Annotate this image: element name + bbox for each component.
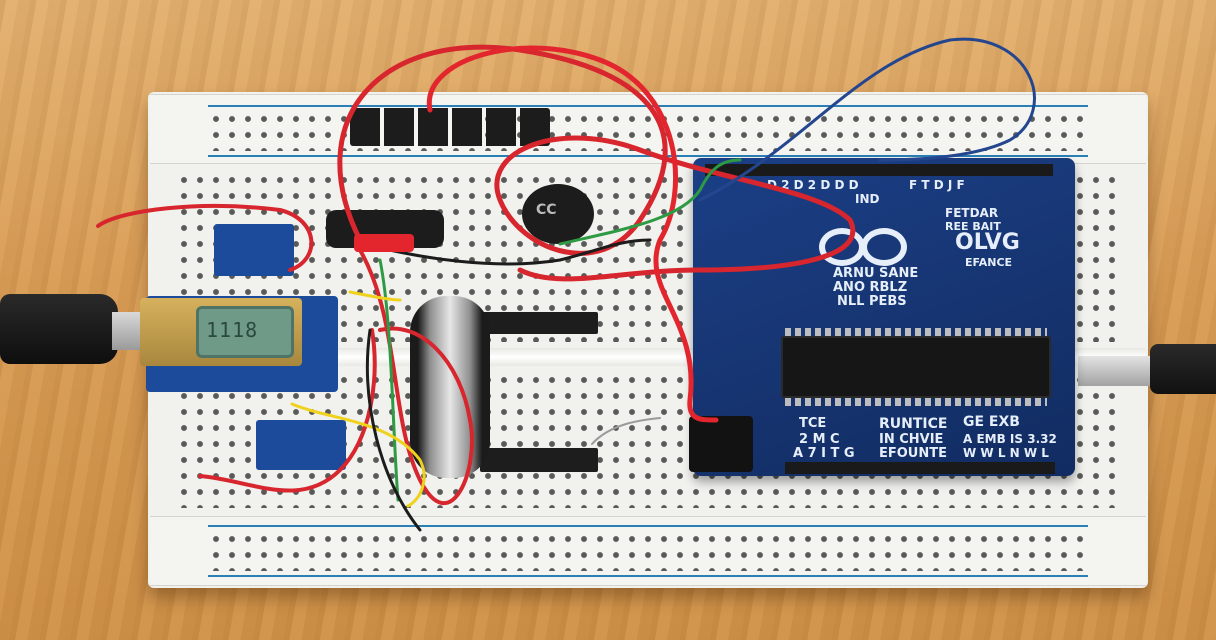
arduino-silk-2: REE BAIT — [945, 220, 1001, 233]
black-wire — [348, 238, 652, 266]
power-jack — [689, 416, 753, 472]
rail-line — [208, 155, 1088, 157]
arduino-logo-icon — [861, 228, 907, 266]
yellow-wire — [290, 402, 426, 508]
arduino-header-top — [705, 164, 1053, 176]
coil-speaker — [410, 296, 490, 478]
chip-pins-top — [785, 328, 1047, 336]
red-wire — [358, 248, 474, 506]
arduino-bottom-left-3: A 7 I T G — [793, 446, 855, 461]
coil-bar-top — [480, 312, 598, 334]
chip-pins-bottom — [785, 398, 1047, 406]
microcontroller-chip — [781, 336, 1051, 398]
coil-bar-bottom — [480, 448, 598, 472]
rail-line — [208, 575, 1088, 577]
resistor-lead — [591, 417, 661, 445]
arduino-silk-1: FETDAR — [945, 206, 999, 220]
red-wire — [426, 45, 719, 423]
rail-holes — [208, 531, 1088, 571]
red-connector — [354, 234, 414, 252]
black-wire — [366, 328, 422, 532]
lcd-screen — [196, 306, 294, 358]
usb-cable-right — [1150, 344, 1216, 394]
lcd-display-text: 1118 — [206, 318, 259, 342]
arduino-pin-labels-right: F T D J F — [909, 178, 965, 192]
arduino-silk-arno-3: NLL PEBS — [837, 294, 907, 309]
arduino-silk-arno-1: ARNU SANE — [833, 266, 919, 281]
usb-cable-left — [0, 294, 118, 364]
arduino-bottom-mid-2: IN CHVIE — [879, 432, 944, 447]
yellow-wire — [348, 290, 402, 302]
usb-connector-right — [1078, 356, 1154, 386]
arduino-header-bottom — [785, 462, 1055, 474]
rail-line — [208, 525, 1088, 527]
buzzer — [522, 184, 594, 244]
arduino-ind-label: IND — [855, 192, 880, 206]
power-rail-bottom — [150, 516, 1146, 586]
arduino-bottom-left-1: TCE — [799, 416, 827, 431]
arduino-efance: EFANCE — [965, 256, 1013, 269]
green-wire — [378, 258, 400, 502]
red-wire — [96, 204, 314, 272]
arduino-logo-text: OLVG — [955, 230, 1020, 255]
arduino-silk-arno-2: ANO RBLZ — [833, 280, 908, 295]
buzzer-label: CC — [536, 202, 557, 218]
sensor-module — [214, 224, 294, 276]
arduino-bottom-right-2: A EMB IS 3.32 — [963, 432, 1057, 446]
red-wire — [198, 328, 377, 493]
arduino-bottom-mid-1: RUNTICE — [879, 416, 948, 432]
arduino-bottom-left-2: 2 M C — [799, 432, 840, 447]
arduino-pin-labels: D 2 D 2 D D D — [767, 178, 859, 192]
green-wire — [558, 158, 742, 246]
arduino-bottom-mid-3: EFOUNTE — [879, 446, 947, 461]
relay-module — [256, 420, 346, 470]
arduino-bottom-right-1: GE EXB — [963, 414, 1020, 430]
blue-wire — [698, 37, 1036, 202]
arduino-bottom-right-3: W W L N W L — [963, 446, 1049, 460]
red-wire — [337, 44, 856, 282]
arduino-board: D 2 D 2 D D D F T D J F IND FETDAR REE B… — [689, 158, 1075, 476]
pin-header — [350, 108, 550, 146]
